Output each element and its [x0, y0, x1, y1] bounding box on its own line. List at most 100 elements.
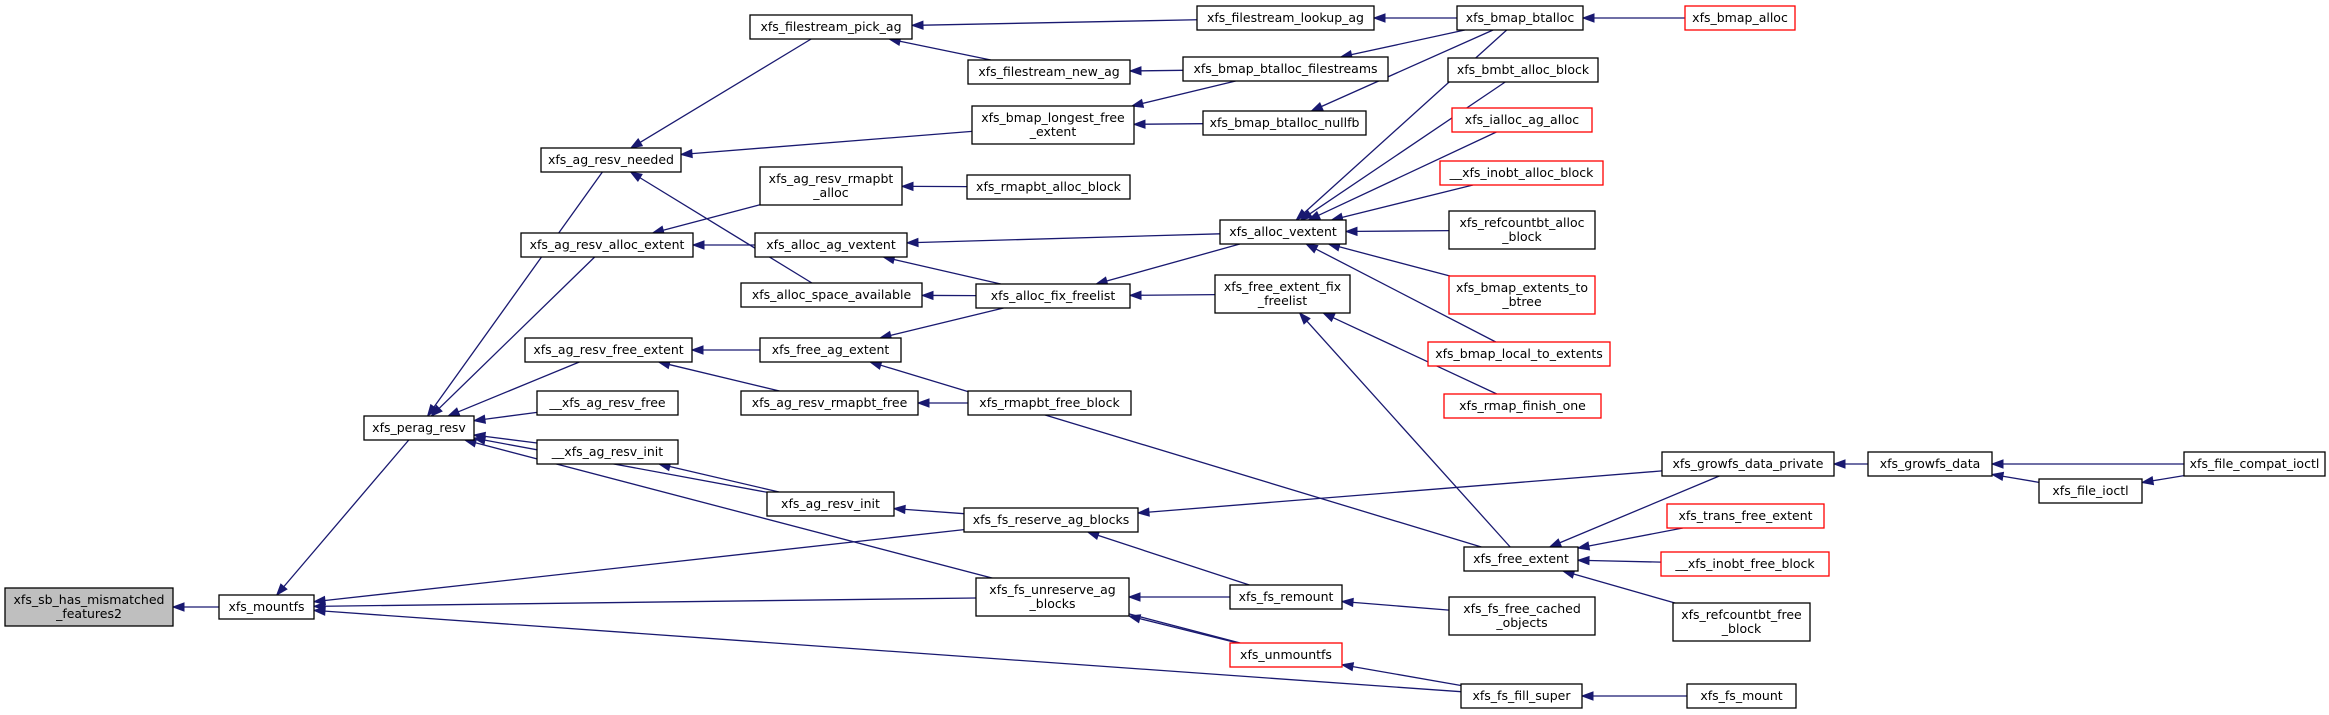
function-node-bmap-local-to-extents[interactable]: xfs_bmap_local_to_extents [1427, 341, 1611, 367]
function-node-rmapbt-alloc-block[interactable]: xfs_rmapbt_alloc_block [966, 174, 1131, 200]
function-node-box [540, 147, 682, 173]
function-node-ag-resv-needed[interactable]: xfs_ag_resv_needed [540, 147, 682, 173]
call-edge-arrowhead [1136, 507, 1150, 517]
function-node-label: _block [1501, 229, 1542, 244]
call-edge [1832, 459, 1868, 469]
function-node-free-ag-extent[interactable]: xfs_free_ag_extent [759, 337, 902, 363]
function-node-bmap-longest-free-extent[interactable]: xfs_bmap_longest_free_extent [971, 105, 1135, 145]
function-node-mountfs[interactable]: xfs_mountfs [218, 594, 315, 620]
function-node-label: __xfs_ag_resv_init [551, 444, 663, 459]
function-node-bmbt-alloc-block[interactable]: xfs_bmbt_alloc_block [1447, 57, 1599, 83]
call-edge [1127, 614, 1238, 644]
call-edge [690, 345, 760, 355]
call-edge-arrowhead [1832, 459, 1846, 469]
function-node-box [971, 105, 1135, 145]
call-edge [1580, 691, 1687, 701]
function-node-fs-fill-super[interactable]: xfs_fs_fill_super [1460, 683, 1583, 709]
call-edge [629, 38, 812, 149]
call-edge [1339, 29, 1465, 60]
function-node-ag-resv-init[interactable]: xfs_ag_resv_init [766, 491, 895, 517]
call-edge [1576, 527, 1683, 551]
function-node-fs-mount[interactable]: xfs_fs_mount [1686, 683, 1797, 709]
function-node-alloc-space-available[interactable]: xfs_alloc_space_available [740, 282, 923, 308]
function-node-file-compat-ioctl[interactable]: xfs_file_compat_ioctl [2183, 451, 2326, 477]
call-edge-line [893, 258, 1001, 285]
function-node-ag-resv-free[interactable]: __xfs_ag_resv_free [536, 390, 679, 416]
call-edge-line [1318, 131, 1497, 216]
function-node-ag-resv-rmapbt-alloc[interactable]: xfs_ag_resv_rmapbt_alloc [759, 166, 903, 206]
function-node-label: xfs_file_ioctl [2052, 483, 2128, 498]
call-edge-line [1139, 618, 1238, 644]
function-node-free-extent[interactable]: xfs_free_extent [1463, 546, 1579, 572]
call-edge [878, 307, 1004, 340]
function-node-label: xfs_bmap_btalloc_filestreams [1193, 61, 1377, 76]
function-node-free-extent-fix-freelist[interactable]: xfs_free_extent_fix_freelist [1214, 274, 1351, 314]
function-node-perag-resv[interactable]: xfs_perag_resv [363, 415, 475, 441]
function-node-alloc-vextent[interactable]: xfs_alloc_vextent [1219, 219, 1347, 245]
function-node-label: xfs_free_extent_fix [1224, 279, 1341, 294]
function-node-box [1867, 451, 1993, 477]
function-node-rmapbt-free-block[interactable]: xfs_rmapbt_free_block [967, 390, 1132, 416]
call-edge-line [1338, 246, 1451, 277]
function-node-box [1460, 683, 1583, 709]
function-node-file-ioctl[interactable]: xfs_file_ioctl [2038, 478, 2143, 504]
function-node-rmap-finish-one[interactable]: xfs_rmap_finish_one [1443, 393, 1602, 419]
function-node-box [975, 577, 1130, 617]
call-edge [910, 19, 1198, 30]
function-node-label: _alloc [812, 185, 849, 200]
function-node-trans-free-extent[interactable]: xfs_trans_free_extent [1666, 503, 1825, 529]
function-node-label: xfs_ag_resv_alloc_extent [530, 237, 685, 252]
function-node-box [740, 390, 919, 416]
call-edge [1128, 66, 1184, 76]
call-edge-line [1588, 559, 1662, 563]
function-node-inobt-alloc-block[interactable]: __xfs_inobt_alloc_block [1439, 160, 1604, 186]
function-node-alloc-ag-vextent[interactable]: xfs_alloc_ag_vextent [754, 232, 908, 258]
function-node-ag-resv-alloc-extent[interactable]: xfs_ag_resv_alloc_extent [520, 232, 694, 258]
function-node-label: _freelist [1257, 293, 1307, 308]
function-node-bmap-alloc[interactable]: xfs_bmap_alloc [1684, 5, 1796, 31]
call-edge [1136, 470, 1663, 517]
function-node-fs-remount[interactable]: xfs_fs_remount [1229, 584, 1343, 610]
function-node-filestream-lookup-ag[interactable]: xfs_filestream_lookup_ag [1196, 5, 1375, 31]
function-node-unmountfs[interactable]: xfs_unmountfs [1229, 642, 1343, 668]
function-node-fs-free-cached-objects[interactable]: xfs_fs_free_cached_objects [1448, 596, 1596, 636]
function-node-fs-reserve-ag-blocks[interactable]: xfs_fs_reserve_ag_blocks [963, 507, 1139, 533]
function-node-box [1427, 341, 1611, 367]
function-node-ag-resv-rmapbt-free[interactable]: xfs_ag_resv_rmapbt_free [740, 390, 919, 416]
function-node-bmap-btalloc[interactable]: xfs_bmap_btalloc [1456, 5, 1584, 31]
function-node-box [1684, 5, 1796, 31]
call-edge [868, 360, 1482, 548]
function-node-label: xfs_bmap_btalloc [1466, 10, 1575, 25]
function-node-box [363, 415, 475, 441]
call-edge-arrowhead [1132, 119, 1146, 129]
function-node-filestream-new-ag[interactable]: xfs_filestream_new_ag [967, 59, 1131, 85]
function-node-box [1229, 642, 1343, 668]
call-edge-line [663, 204, 761, 231]
function-node-growfs-data-private[interactable]: xfs_growfs_data_private [1661, 451, 1835, 477]
function-node-label: xfs_file_compat_ioctl [2190, 456, 2320, 471]
function-node-bmap-btalloc-filestreams[interactable]: xfs_bmap_btalloc_filestreams [1182, 56, 1389, 82]
call-edge-line [2002, 475, 2040, 483]
function-node-label: xfs_bmap_longest_free [981, 110, 1125, 125]
function-node-inobt-free-block[interactable]: __xfs_inobt_free_block [1660, 551, 1830, 577]
function-node-growfs-data[interactable]: xfs_growfs_data [1867, 451, 1993, 477]
function-node-ag-resv-free-extent[interactable]: xfs_ag_resv_free_extent [524, 337, 693, 363]
call-edge-line [1144, 123, 1204, 125]
call-edge [905, 233, 1221, 248]
function-node-ag-resv-init[interactable]: __xfs_ag_resv_init [536, 439, 679, 465]
function-node-bmap-btalloc-nullfb[interactable]: xfs_bmap_btalloc_nullfb [1202, 110, 1367, 136]
function-node-refcountbt-alloc-block[interactable]: xfs_refcountbt_alloc_block [1448, 210, 1596, 250]
call-edge-line [1351, 29, 1465, 56]
function-node-bmap-extents-to-btree[interactable]: xfs_bmap_extents_to_btree [1448, 275, 1596, 315]
call-edge [430, 256, 596, 418]
function-node-fs-unreserve-ag-blocks[interactable]: xfs_fs_unreserve_ag_blocks [975, 577, 1130, 617]
function-node-alloc-fix-freelist[interactable]: xfs_alloc_fix_freelist [975, 283, 1131, 309]
call-edge [651, 204, 761, 235]
call-edge-arrowhead [1086, 531, 1101, 541]
function-node-label: _blocks [1029, 596, 1076, 611]
function-node-ialloc-ag-alloc[interactable]: xfs_ialloc_ag_alloc [1451, 107, 1593, 133]
function-node-label: _features2 [55, 606, 122, 621]
function-node-refcountbt-free-block[interactable]: xfs_refcountbt_free_block [1672, 602, 1811, 642]
function-node-filestream-pick-ag[interactable]: xfs_filestream_pick_ag [749, 14, 913, 40]
